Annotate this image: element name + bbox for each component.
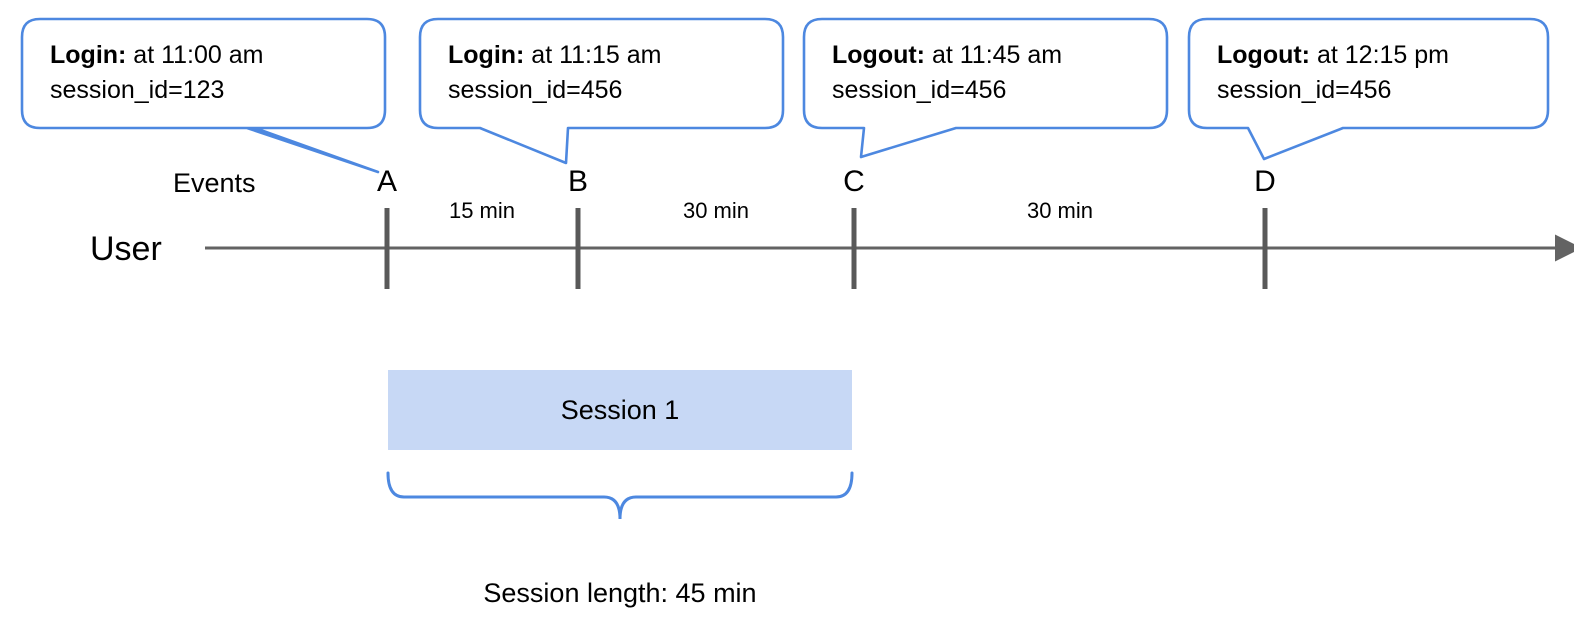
callout-session-2: session_id=456 [448, 76, 623, 104]
callout-text-1: Login: at 11:00 am session_id=123 [50, 38, 263, 108]
duration-label-ab: 15 min [448, 198, 516, 223]
callout-bubble-3 [802, 17, 1169, 159]
callout-detail-2: at 11:15 am [524, 41, 662, 69]
duration-label-bc: 30 min [682, 198, 750, 223]
callout-detail-3: at 11:45 am [925, 41, 1063, 69]
callout-session-1: session_id=123 [50, 76, 225, 104]
event-letter-c: C [843, 165, 865, 198]
event-letter-a: A [376, 165, 397, 198]
session-length-caption: Session length: 45 min [483, 578, 757, 608]
callout-detail-1: at 11:00 am [126, 41, 264, 69]
callout-bubble-1 [20, 17, 387, 174]
event-letter-d: D [1254, 165, 1276, 198]
events-label: Events [173, 168, 256, 198]
duration-label-cd: 30 min [1026, 198, 1094, 223]
callout-bubble-4 [1187, 17, 1550, 161]
event-letter-b: B [567, 165, 588, 198]
session-brace [386, 471, 854, 520]
callout-session-4: session_id=456 [1217, 76, 1392, 104]
session-bar-label: Session 1 [560, 394, 680, 425]
callout-detail-4: at 12:15 pm [1310, 41, 1449, 69]
callout-text-4: Logout: at 12:15 pm session_id=456 [1217, 38, 1449, 108]
callout-text-2: Login: at 11:15 am session_id=456 [448, 38, 661, 108]
callout-text-3: Logout: at 11:45 am session_id=456 [832, 38, 1062, 108]
callout-session-3: session_id=456 [832, 76, 1007, 104]
callout-kind-3: Logout: [832, 41, 926, 69]
lane-label-user: User [90, 230, 162, 268]
session-bar: Session 1 [388, 370, 852, 450]
callout-kind-4: Logout: [1217, 41, 1311, 69]
callout-kind-1: Login: [50, 41, 127, 69]
callout-bubble-2 [418, 17, 785, 165]
callout-kind-2: Login: [448, 41, 525, 69]
